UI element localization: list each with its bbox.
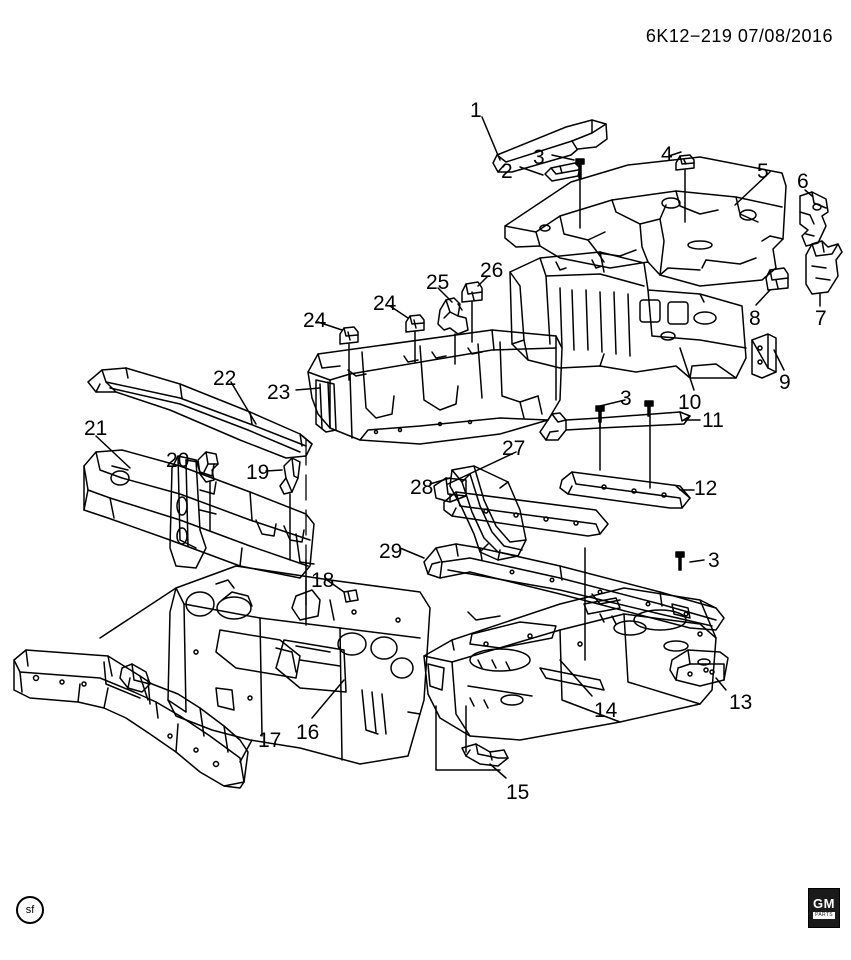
callout-3-mid: 3 — [620, 387, 632, 410]
callout-18: 18 — [311, 569, 335, 592]
callout-3-lower: 3 — [708, 549, 720, 572]
part-9-bracket — [751, 333, 777, 379]
box-15a — [435, 705, 501, 771]
leader-15 — [489, 763, 507, 779]
callout-4: 4 — [661, 143, 673, 166]
part-12-beam — [559, 471, 691, 509]
leader-19 — [265, 469, 283, 472]
part-23-floor-rail-assembly — [307, 329, 563, 445]
part-1-rail — [492, 119, 608, 173]
callout-16: 16 — [296, 721, 320, 744]
callout-24-left: 24 — [303, 309, 327, 332]
callout-6: 6 — [797, 170, 809, 193]
callout-22: 22 — [213, 367, 237, 390]
leader-21 — [95, 435, 131, 469]
callout-28: 28 — [410, 476, 434, 499]
leader-9 — [773, 349, 785, 371]
leader-23 — [295, 387, 321, 391]
callout-21: 21 — [84, 417, 108, 440]
part-10-crossmember-panel — [509, 251, 747, 379]
gm-logo-subtext: PARTS — [813, 912, 835, 919]
gm-logo: GM PARTS — [808, 888, 840, 928]
callout-13: 13 — [729, 691, 753, 714]
part-6-bracket — [799, 191, 829, 247]
part-20-bracket — [197, 451, 219, 483]
callout-23: 23 — [267, 381, 291, 404]
leader-8 — [755, 289, 771, 306]
part-11-rail — [539, 411, 691, 441]
part-13-bracket — [669, 649, 729, 687]
part-19-bracket — [279, 457, 301, 495]
dash-edge-leader — [99, 587, 177, 639]
callout-11: 11 — [702, 409, 724, 432]
leader-17 — [239, 739, 253, 763]
part-15-reinforcement — [461, 743, 509, 767]
leader-26 — [477, 275, 489, 287]
callout-5: 5 — [757, 160, 769, 183]
leader-20 — [185, 459, 199, 463]
leader-14 — [559, 659, 593, 697]
callout-26: 26 — [480, 259, 504, 282]
part-24-clip-left — [339, 326, 359, 345]
leader-18 — [326, 579, 345, 593]
callout-17: 17 — [258, 729, 282, 752]
part-4-clip — [675, 154, 695, 171]
part-26-clip — [461, 281, 483, 303]
part-7-bracket — [805, 240, 843, 295]
callout-27: 27 — [502, 437, 526, 460]
leader-10 — [679, 347, 695, 391]
callout-7: 7 — [815, 307, 827, 330]
callout-29: 29 — [379, 540, 403, 563]
callout-9: 9 — [779, 371, 791, 394]
callout-15: 15 — [506, 781, 530, 804]
sf-stamp-mark: sf — [16, 896, 44, 924]
leader-24-right — [389, 305, 409, 319]
leader-6 — [804, 189, 813, 197]
callout-19: 19 — [246, 461, 270, 484]
leader-25 — [437, 287, 453, 303]
part-3-bolt-upper — [575, 158, 585, 179]
part-17-front-rail — [13, 649, 249, 789]
callout-20: 20 — [166, 449, 190, 472]
callout-12: 12 — [694, 477, 718, 500]
part-8-clip — [765, 267, 789, 291]
callout-3-upper: 3 — [533, 146, 545, 169]
part-18-clip — [343, 589, 359, 603]
leader-3-mid — [599, 399, 626, 407]
part-21-plenum-panel — [83, 449, 315, 579]
leader-3-lower — [689, 559, 705, 563]
leader-29 — [399, 547, 425, 559]
leader-3-upper — [551, 154, 575, 161]
leader-4 — [668, 151, 682, 157]
leader-28 — [429, 477, 451, 485]
leader-22 — [230, 381, 257, 425]
part-14-floor-pan — [423, 587, 717, 741]
callout-8: 8 — [749, 307, 761, 330]
callout-14: 14 — [594, 699, 618, 722]
part-25-bracket — [437, 297, 469, 335]
callout-10: 10 — [678, 391, 702, 414]
leader-5 — [734, 171, 771, 206]
leader-16 — [311, 679, 345, 719]
part-16-dash-panel — [167, 565, 431, 765]
part-3-bolt-mid-left — [595, 405, 605, 423]
leader-1 — [481, 116, 501, 161]
leader-2 — [519, 166, 544, 176]
callout-24-right: 24 — [373, 292, 397, 315]
part-3-bolt-lower — [675, 551, 685, 571]
gm-logo-text: GM — [813, 896, 835, 911]
callout-2: 2 — [501, 160, 513, 183]
callout-1: 1 — [470, 99, 482, 122]
part-22-cowl-upper-panel — [87, 367, 313, 459]
leader-24-left — [317, 321, 343, 331]
callout-25: 25 — [426, 271, 450, 294]
part-2-bracket — [544, 162, 581, 182]
leader-13 — [715, 677, 727, 691]
part-27-rail-beam — [443, 491, 609, 537]
part-24-clip-right — [405, 314, 425, 333]
drawing-header: 6K12−219 07/08/2016 — [645, 26, 833, 46]
